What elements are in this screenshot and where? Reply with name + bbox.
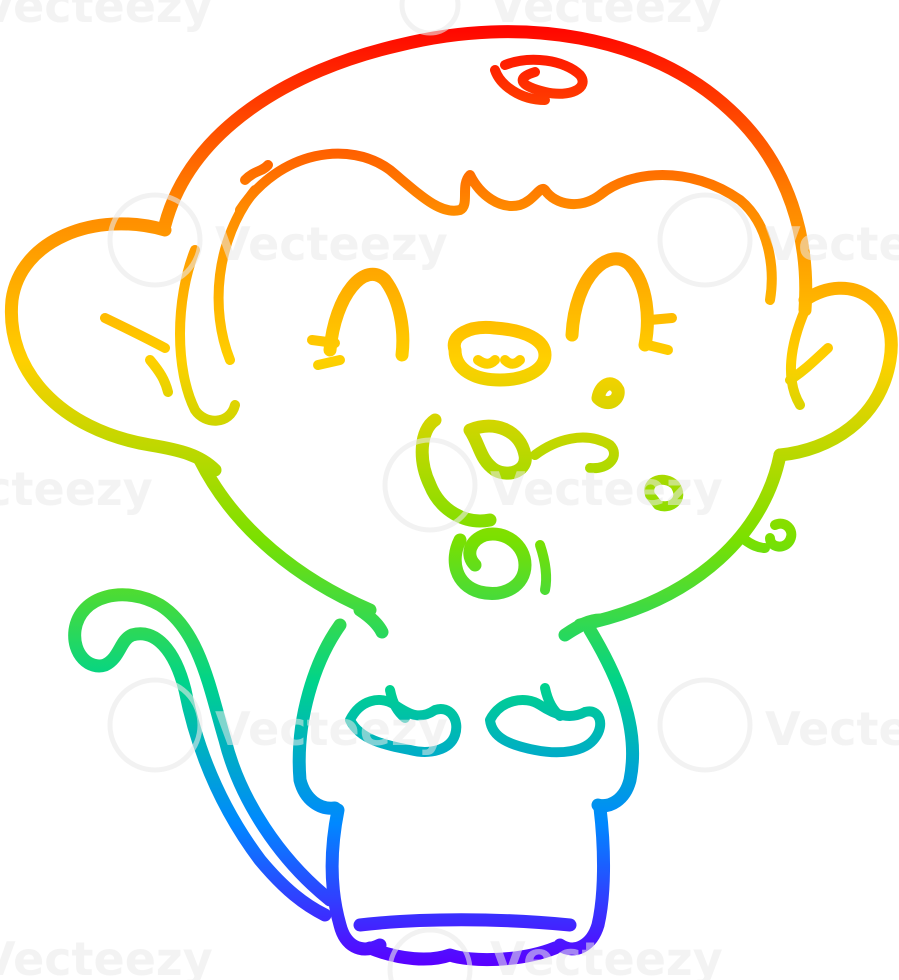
jaw-right [573,448,787,632]
sweat-drop [765,518,797,552]
watermark-text: Vecteezy [765,217,899,271]
face-brow-line [235,148,777,305]
body-right-side [583,623,640,813]
mouth-spit [644,474,684,512]
face-left-cheek-line [213,185,260,365]
monkey-illustration [4,25,898,967]
right-leg [553,801,611,956]
face-left-fold [240,160,273,185]
right-eye [565,252,654,352]
left-leg [325,803,387,956]
vecteezy-v-logo-icon [657,192,753,288]
watermark-row-3: Vecteezy Vecteezy [0,437,723,533]
left-ear-detail-1 [100,313,170,353]
right-ear-inner [786,305,810,410]
body-right-shoulder [558,613,607,642]
left-ear-detail-2 [145,355,173,397]
left-eye-lash-1 [307,335,340,348]
hair-curl [500,54,588,99]
left-ear-outer [4,217,222,477]
watermark-text: Vecteezy [0,932,213,980]
watermark-text: Vecteezy [0,0,213,33]
mouth-curl [530,432,619,474]
feet-base [353,913,577,932]
neck-mark [740,535,770,553]
vecteezy-v-logo-icon [387,927,473,980]
mouth-upper [415,413,497,528]
vecteezy-v-logo-icon [107,677,203,773]
jaw-left [193,453,377,617]
chin-lines [535,540,552,595]
watermark-text: Vecteezy [215,217,448,271]
left-ear-inner [175,245,240,426]
vecteezy-v-logo-icon [382,437,478,533]
left-hand-finger [385,685,410,723]
body-left-shoulder [353,603,389,639]
watermark-row-5: Vecteezy Vecteezy [0,927,723,980]
right-hand [485,695,606,758]
hair-curl-tail [490,65,550,105]
cheek-dot [591,377,625,409]
vecteezy-v-logo-icon [107,192,203,288]
watermark-text: Vecteezy [490,462,723,516]
watermark-text: Vecteezy [215,702,448,756]
right-eye-lash-2 [643,340,673,355]
left-eye-lash-2 [313,355,345,370]
watermark-text: Vecteezy [0,462,153,516]
nose [447,320,552,387]
mouth-lower [448,527,532,600]
mouth-pucker [463,419,532,480]
watermark-row-1: Vecteezy Vecteezy [0,0,723,36]
right-hand-finger [540,683,565,721]
right-ear-outer [773,281,898,462]
right-eye-lash-1 [645,313,677,325]
watermark-text: Vecteezy [490,0,723,33]
watermark-text: Vecteezy [490,932,723,980]
tail [68,588,337,922]
watermark-row-2: Vecteezy Vecteezy [107,192,899,288]
vecteezy-v-logo-icon [657,677,753,773]
monkey-head-outline [158,25,813,317]
left-eye [323,267,410,362]
watermark-row-4: Vecteezy Vecteezy [107,677,899,773]
feet-bottom [363,941,562,967]
vecteezy-v-logo-icon [399,0,461,36]
nostril-left [473,355,500,369]
body-left-side [292,618,347,815]
watermark-text: Vecteezy [765,702,899,756]
nostril-right [500,355,525,369]
right-ear-detail [785,343,833,385]
